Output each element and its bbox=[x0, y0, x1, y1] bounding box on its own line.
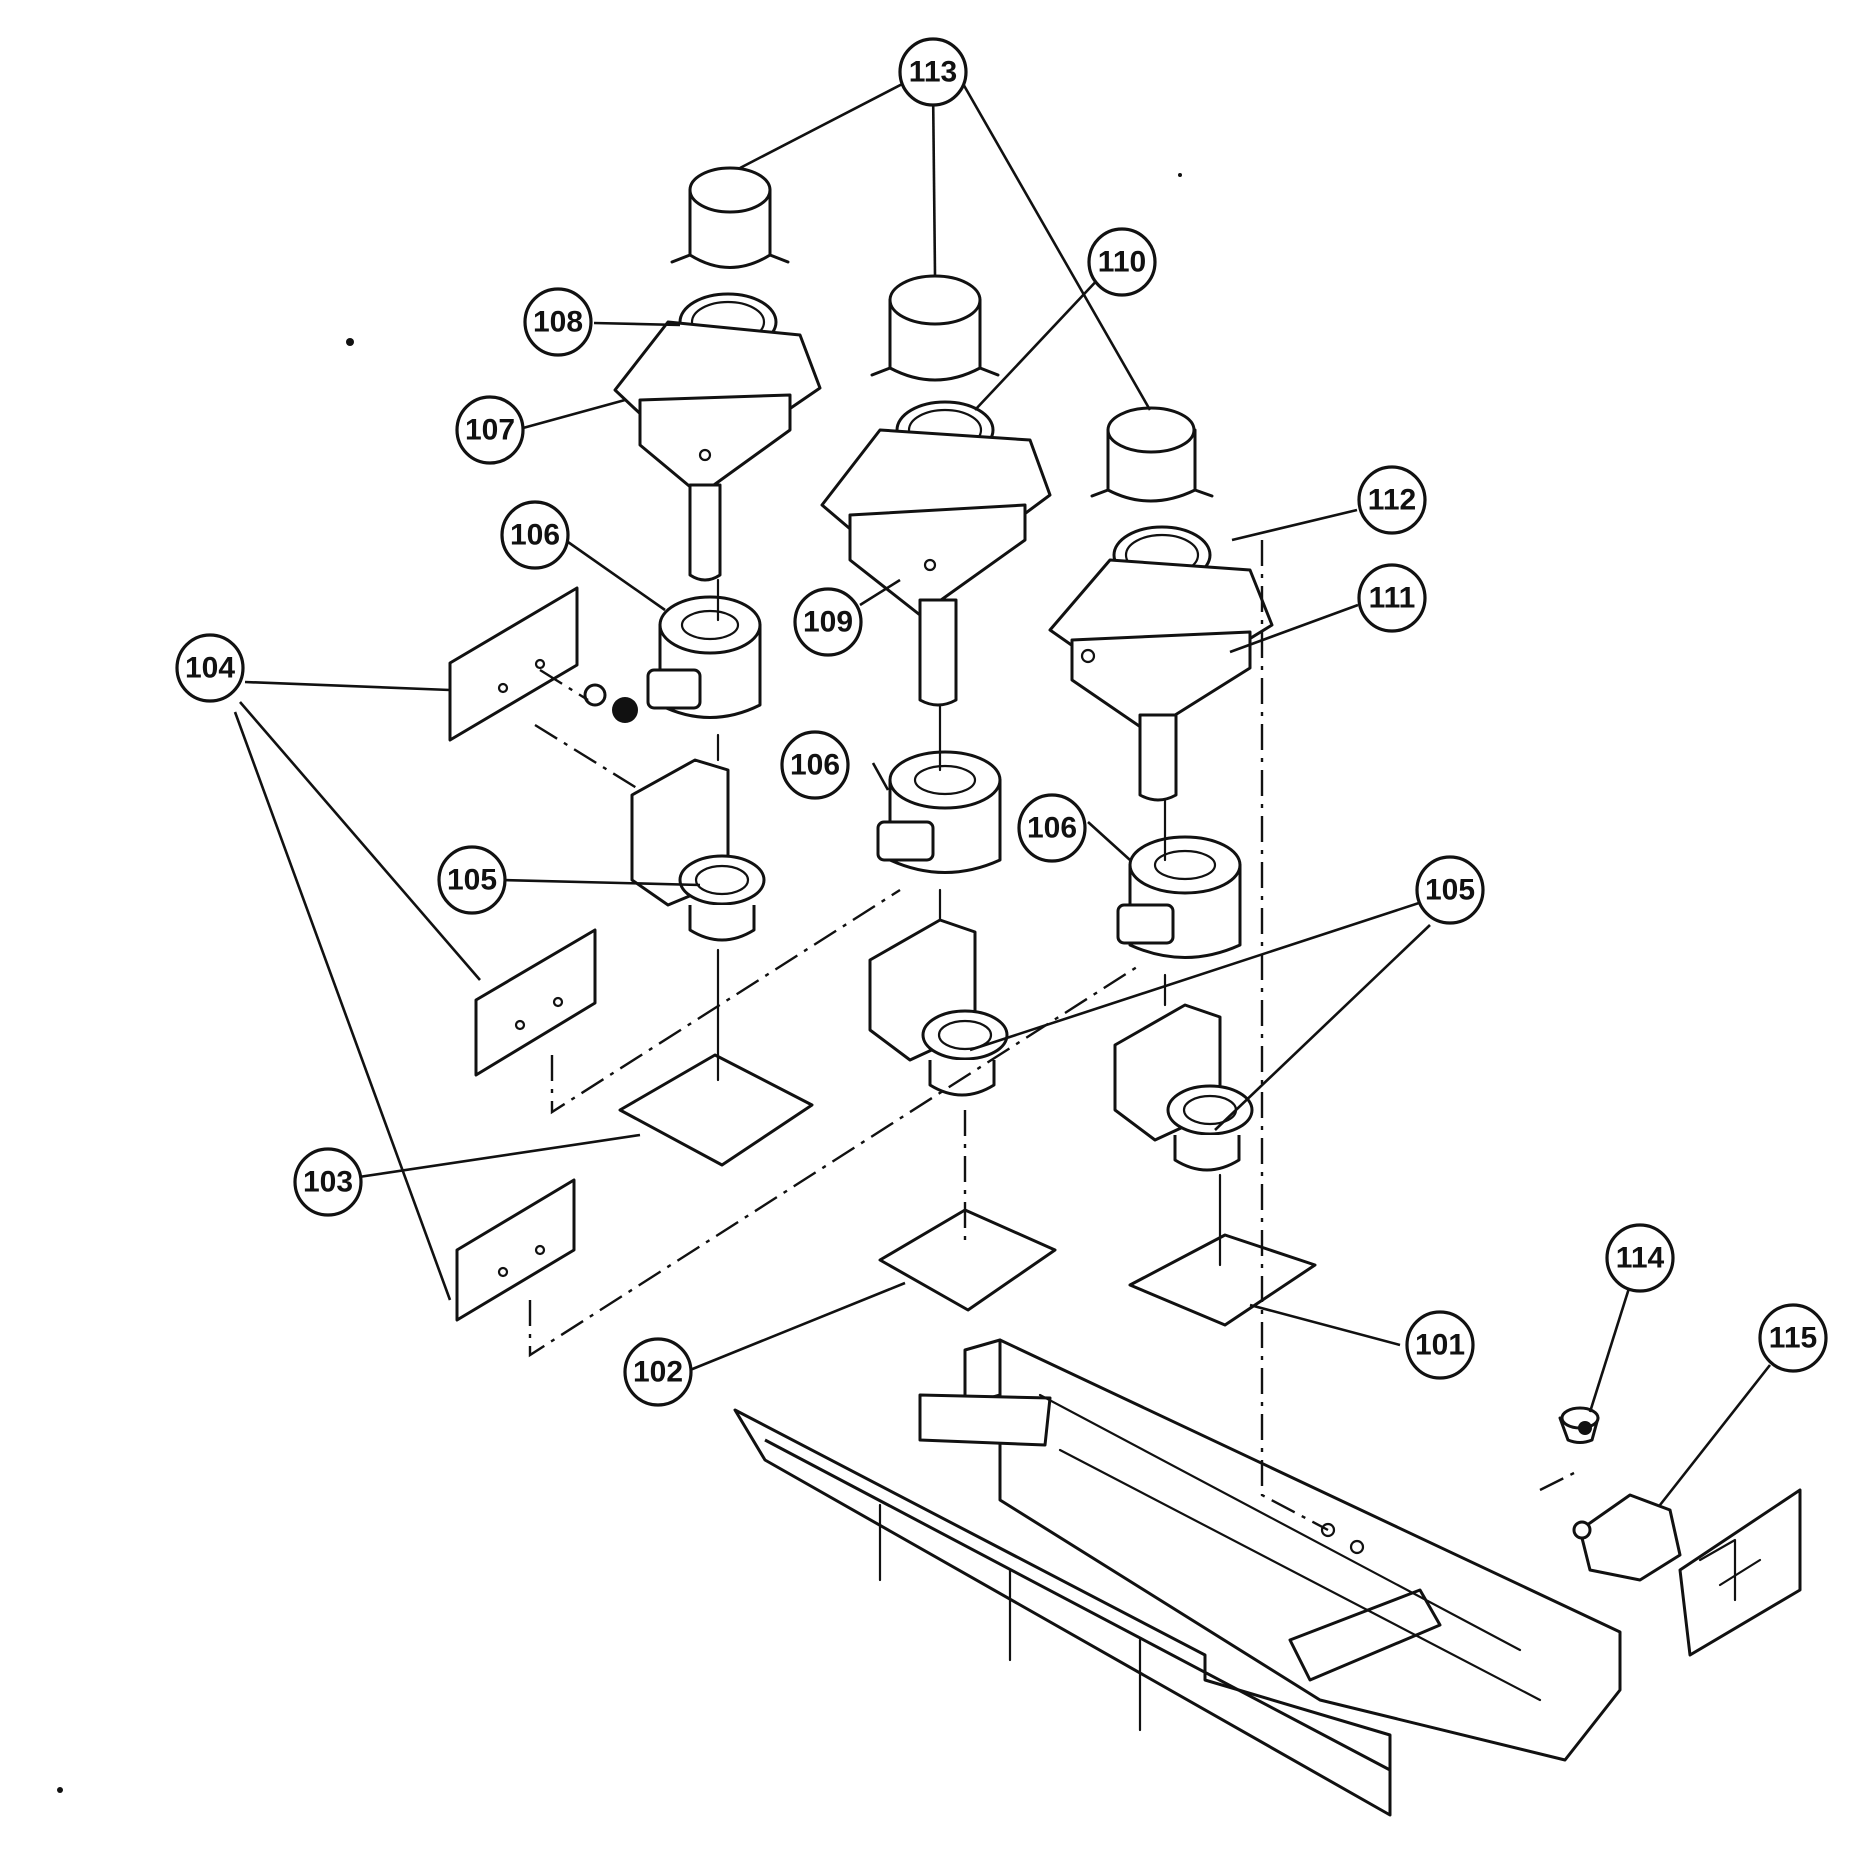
callout-101: 101 bbox=[1405, 1310, 1475, 1380]
svg-text:106: 106 bbox=[790, 749, 840, 782]
leader-lines bbox=[233, 78, 1772, 1506]
chassis-rail bbox=[733, 1338, 1622, 1817]
speck bbox=[1178, 173, 1182, 177]
svg-text:112: 112 bbox=[1368, 484, 1416, 517]
svg-text:103: 103 bbox=[303, 1166, 353, 1199]
svg-text:113: 113 bbox=[909, 56, 957, 89]
svg-text:106: 106 bbox=[510, 519, 560, 552]
callout-113: 113 bbox=[898, 37, 968, 107]
svg-text:115: 115 bbox=[1769, 1322, 1817, 1355]
svg-text:106: 106 bbox=[1027, 812, 1077, 845]
callout-105-right: 105 bbox=[1415, 855, 1485, 925]
plate-101 bbox=[1128, 1233, 1317, 1327]
callout-106-left: 106 bbox=[500, 500, 570, 570]
cap-113-left bbox=[670, 166, 790, 269]
callout-111: 111 bbox=[1357, 563, 1427, 633]
svg-text:109: 109 bbox=[803, 606, 853, 639]
svg-text:101: 101 bbox=[1415, 1329, 1465, 1362]
switch-115 bbox=[1539, 1468, 1682, 1582]
bracket-105-right bbox=[1113, 1003, 1254, 1172]
speck bbox=[346, 338, 354, 346]
collar-106-left bbox=[646, 595, 762, 719]
housing-111 bbox=[1048, 558, 1274, 802]
plate-103 bbox=[618, 1053, 814, 1167]
callout-115: 115 bbox=[1758, 1303, 1828, 1373]
callout-108: 108 bbox=[523, 287, 593, 357]
cap-113-right bbox=[1090, 406, 1214, 503]
housing-109 bbox=[820, 428, 1052, 707]
knob-114 bbox=[1558, 1406, 1600, 1444]
joystick-assembly-middle bbox=[820, 274, 1057, 1312]
joystick-assembly-right bbox=[1048, 406, 1317, 1327]
callout-109: 109 bbox=[793, 587, 863, 657]
svg-text:104: 104 bbox=[185, 652, 235, 685]
svg-text:102: 102 bbox=[633, 1356, 683, 1389]
svg-text:114: 114 bbox=[1616, 1242, 1665, 1275]
callout-112: 112 bbox=[1357, 465, 1427, 535]
plate-102 bbox=[878, 1208, 1057, 1312]
callout-102: 102 bbox=[623, 1337, 693, 1407]
callout-107: 107 bbox=[455, 395, 525, 465]
callout-103: 103 bbox=[293, 1147, 363, 1217]
svg-text:110: 110 bbox=[1098, 246, 1146, 279]
callout-106-right: 106 bbox=[1017, 793, 1087, 863]
collar-106-right bbox=[1116, 835, 1242, 959]
callout-104: 104 bbox=[175, 633, 245, 703]
screw bbox=[583, 683, 607, 707]
cap-113-middle bbox=[870, 274, 1000, 382]
svg-text:111: 111 bbox=[1369, 582, 1416, 615]
speck bbox=[57, 1787, 63, 1793]
svg-text:107: 107 bbox=[465, 414, 515, 447]
housing-107 bbox=[613, 320, 822, 582]
callout-114: 114 bbox=[1605, 1223, 1675, 1293]
svg-text:108: 108 bbox=[533, 306, 583, 339]
svg-text:105: 105 bbox=[447, 864, 497, 897]
svg-text:105: 105 bbox=[1425, 874, 1475, 907]
callout-105-left: 105 bbox=[437, 845, 507, 915]
callout-106-middle: 106 bbox=[780, 730, 850, 800]
plates-104 bbox=[448, 586, 1141, 1358]
bracket-105-middle bbox=[868, 918, 1009, 1097]
joystick-assembly-left bbox=[613, 166, 822, 1167]
connector-bracket bbox=[1678, 1488, 1802, 1657]
callout-110: 110 bbox=[1087, 227, 1157, 297]
nut bbox=[612, 697, 638, 723]
collar-106-middle bbox=[876, 750, 1002, 874]
bracket-105-left bbox=[630, 758, 766, 942]
